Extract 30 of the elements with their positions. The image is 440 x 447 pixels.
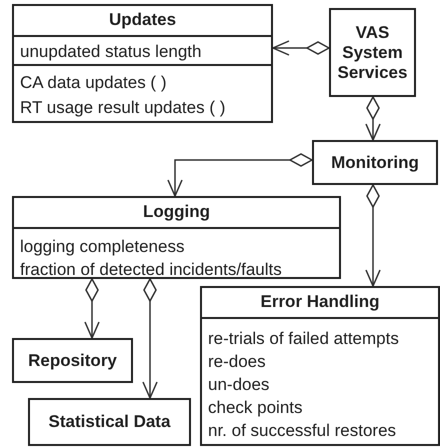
class-name: VAS System Services [336,22,408,84]
class-name: Error Handling [202,288,438,319]
aggregation-arrow [167,153,313,197]
class-member: un-does [207,374,270,396]
class-name: Repository [27,350,118,372]
class-box [312,140,438,185]
class-box [12,4,273,123]
class-box [200,286,440,446]
aggregation-arrow [365,184,381,287]
class-name: Monitoring [330,152,420,174]
class-member: re-trials of failed attempts [207,328,400,350]
class-member: unupdated status length [19,41,202,63]
class-member: RT usage result updates ( ) [19,97,226,119]
class-box [329,8,416,97]
class-box [12,338,133,383]
class-box [28,398,191,446]
class-name: Updates [14,6,271,37]
class-member: re-does [207,351,267,373]
class-member: nr. of successful restores [207,420,398,442]
class-name: Logging [14,198,339,229]
class-box [12,196,341,279]
aggregation-arrow [365,96,381,141]
aggregation-arrow [142,278,158,399]
class-member: check points [207,397,304,419]
aggregation-arrow [272,40,330,56]
class-name: Statistical Data [48,411,172,433]
class-member: fraction of detected incidents/faults [19,259,283,281]
class-member: CA data updates ( ) [14,64,271,95]
class-member: logging completeness [19,236,186,258]
aggregation-arrow [84,278,100,339]
